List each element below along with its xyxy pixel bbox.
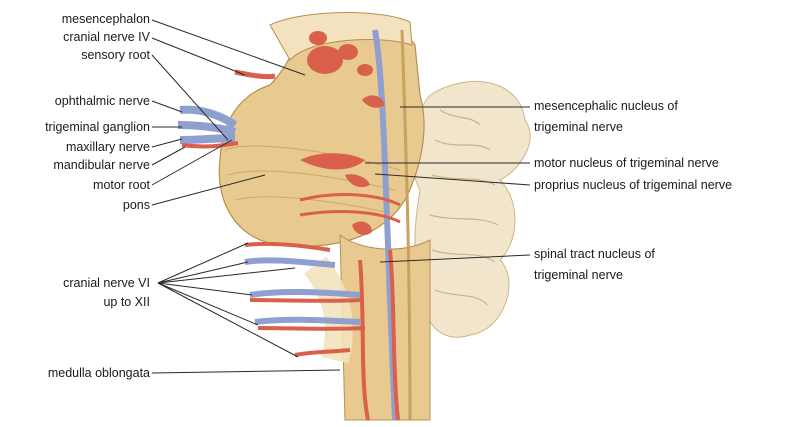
label-trigeminal-ganglion: trigeminal ganglion [45,120,150,135]
label-up-to-xii: up to XII [103,295,150,310]
label-motor-root: motor root [93,178,150,193]
label-spinal-tract-nucleus: spinal tract nucleus of [534,247,655,262]
label-mandibular-nerve: mandibular nerve [53,158,150,173]
label-ophthalmic-nerve: ophthalmic nerve [55,94,150,109]
label-sensory-root: sensory root [81,48,150,63]
label-mesencephalon: mesencephalon [62,12,150,27]
label-cranial-nerve-iv: cranial nerve IV [63,30,150,45]
label-medulla-oblongata: medulla oblongata [48,366,150,381]
label-cranial-nerve-vi: cranial nerve VI [63,276,150,291]
label-maxillary-nerve: maxillary nerve [66,140,150,155]
label-mesencephalic-nucleus: mesencephalic nucleus of [534,99,678,114]
label-motor-nucleus: motor nucleus of trigeminal nerve [534,156,719,171]
label-spinal-tract-nucleus-line2: trigeminal nerve [534,268,623,283]
label-mesencephalic-nucleus-line2: trigeminal nerve [534,120,623,135]
label-proprius-nucleus: proprius nucleus of trigeminal nerve [534,178,732,193]
label-pons: pons [123,198,150,213]
